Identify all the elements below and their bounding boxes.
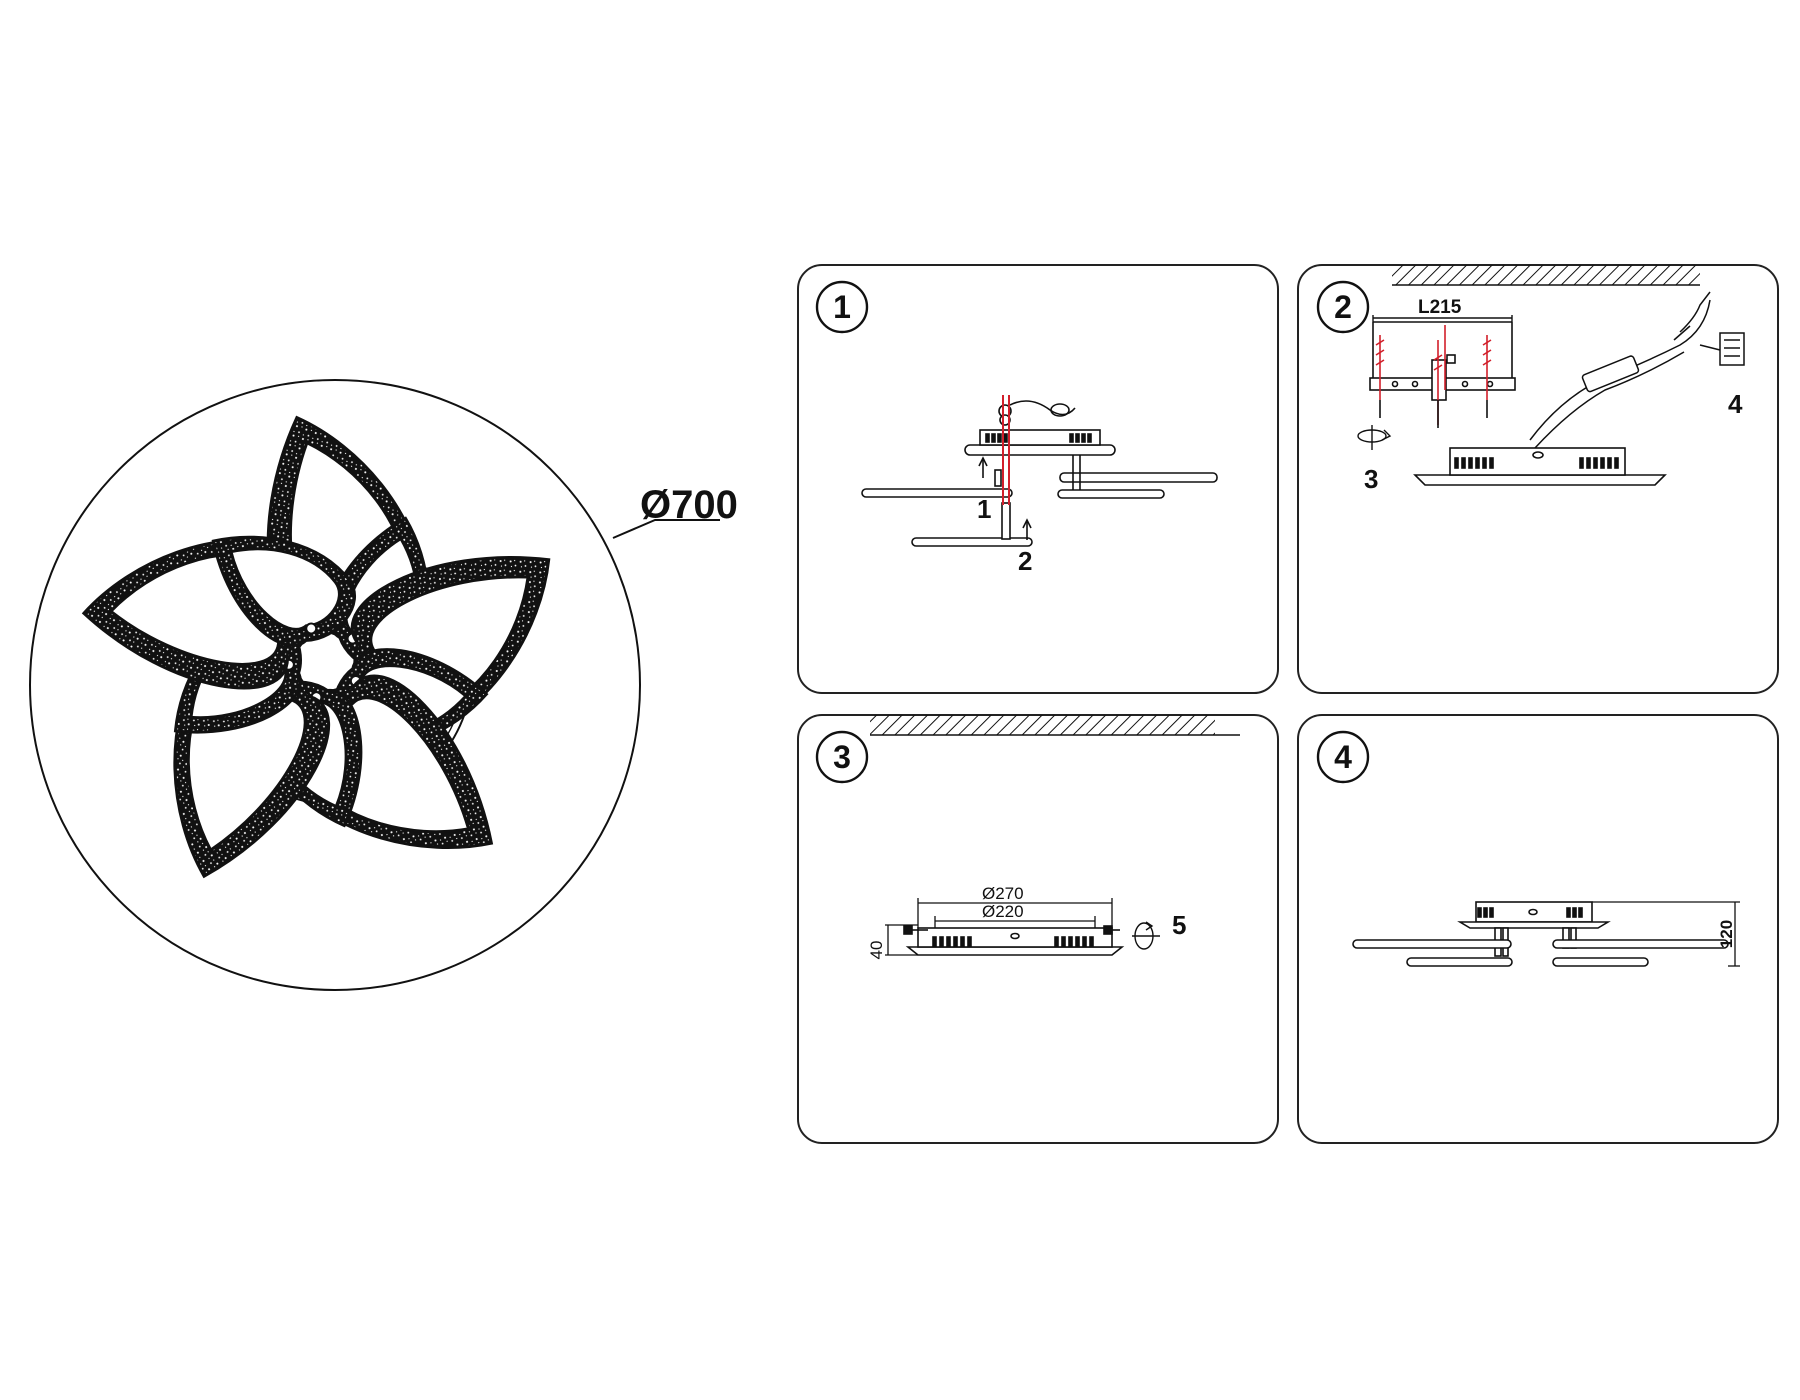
wire-lines bbox=[1002, 395, 1010, 505]
canopy-dimensions bbox=[885, 898, 1113, 956]
height-dimension bbox=[1592, 901, 1740, 967]
ceiling-hatch bbox=[870, 715, 1215, 735]
driver-wiring bbox=[1529, 291, 1745, 449]
dimension-l215: L215 bbox=[1418, 297, 1462, 318]
dimension-d270: Ø270 bbox=[982, 884, 1024, 903]
mounting-bracket bbox=[1369, 321, 1516, 428]
callout-4: 4 bbox=[1728, 389, 1743, 419]
petal-small bbox=[211, 535, 356, 647]
ceiling-hatch bbox=[1392, 265, 1700, 285]
diameter-label: Ø700 bbox=[640, 483, 738, 527]
overall-outline-circle bbox=[29, 379, 641, 991]
diameter-leader-line bbox=[612, 519, 720, 539]
assembled-lamp-side-view bbox=[1352, 901, 1729, 967]
step-number: 1 bbox=[833, 289, 851, 325]
step-number: 4 bbox=[1334, 739, 1352, 775]
mount-screw-dot bbox=[305, 622, 318, 635]
panel-frame bbox=[1297, 714, 1779, 1144]
bracket-dimension bbox=[1372, 315, 1513, 322]
overview-drawing: Ø700 bbox=[29, 379, 738, 991]
step-number: 2 bbox=[1334, 289, 1352, 325]
lamp-base-side-view bbox=[1413, 447, 1667, 486]
callout-2: 2 bbox=[1018, 546, 1032, 576]
panel-frame bbox=[797, 264, 1279, 694]
lamp-exploded-view bbox=[861, 400, 1218, 547]
dimension-d220: Ø220 bbox=[982, 902, 1024, 921]
canopy-side-view bbox=[903, 925, 1125, 956]
callout-1: 1 bbox=[977, 494, 991, 524]
rotate-symbol bbox=[1132, 921, 1160, 950]
step-panel-4: 4 120 bbox=[1297, 714, 1779, 1144]
petal-group bbox=[81, 415, 551, 879]
step-number-badge bbox=[815, 730, 869, 784]
step-panel-3: 3 Ø270 Ø220 40 bbox=[797, 714, 1279, 1144]
step-number-badge bbox=[1316, 730, 1370, 784]
dimension-120: 120 bbox=[1717, 920, 1736, 948]
step-panel-1: 1 bbox=[797, 264, 1279, 694]
rotate-symbol bbox=[1357, 425, 1392, 450]
step-panel-2: 2 bbox=[1297, 264, 1779, 694]
dimension-40: 40 bbox=[867, 941, 886, 960]
callout-5: 5 bbox=[1172, 910, 1186, 940]
step-number-badge bbox=[1316, 280, 1370, 334]
step-number-badge bbox=[815, 280, 869, 334]
step-number: 3 bbox=[833, 739, 851, 775]
led-vent-row bbox=[985, 433, 1092, 443]
callout-3: 3 bbox=[1364, 464, 1378, 494]
